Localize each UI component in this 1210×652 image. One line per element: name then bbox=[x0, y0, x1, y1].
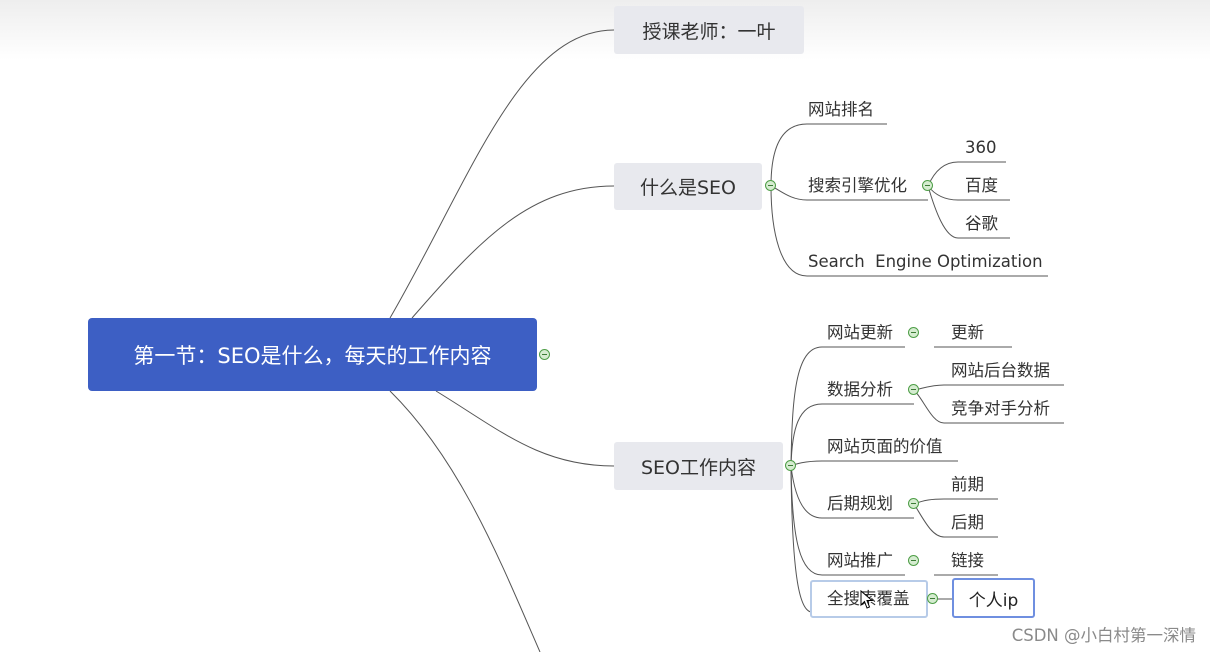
node-fullname[interactable]: Search Engine Optimization bbox=[808, 252, 1043, 271]
root-node[interactable]: 第一节：SEO是什么，每天的工作内容 bbox=[88, 318, 537, 391]
node-links[interactable]: 链接 bbox=[951, 551, 984, 570]
teacher-node[interactable]: 授课老师：一叶 bbox=[614, 6, 804, 54]
node-late-stage[interactable]: 后期 bbox=[951, 513, 984, 532]
edge-work-coverage bbox=[790, 465, 813, 613]
node-baidu[interactable]: 百度 bbox=[965, 176, 998, 195]
edge-what-ranking bbox=[770, 123, 887, 187]
site-update-collapse-icon[interactable] bbox=[908, 327, 919, 338]
node-data-analysis[interactable]: 数据分析 bbox=[827, 380, 893, 399]
promotion-collapse-icon[interactable] bbox=[908, 555, 919, 566]
root-label: 第一节：SEO是什么，每天的工作内容 bbox=[133, 343, 492, 368]
what-is-seo-node[interactable]: 什么是SEO bbox=[614, 163, 762, 210]
node-promotion[interactable]: 网站推广 bbox=[827, 551, 893, 570]
what-is-seo-label: 什么是SEO bbox=[639, 177, 737, 199]
personal-ip-edit-field[interactable]: 个人ip bbox=[952, 578, 1035, 618]
edge-root-offscreen bbox=[389, 390, 541, 652]
node-site-update[interactable]: 网站更新 bbox=[827, 323, 893, 342]
edge-root-teacher bbox=[389, 29, 615, 319]
node-google[interactable]: 谷歌 bbox=[965, 214, 998, 233]
edge-data-backend bbox=[913, 384, 1064, 391]
edge-work-siteupdate bbox=[790, 346, 905, 467]
personal-ip-label: 个人ip bbox=[968, 590, 1019, 611]
what-is-seo-collapse-icon[interactable] bbox=[765, 180, 776, 191]
node-page-value[interactable]: 网站页面的价值 bbox=[827, 437, 943, 456]
node-backend-data[interactable]: 网站后台数据 bbox=[951, 361, 1050, 380]
node-update[interactable]: 更新 bbox=[951, 323, 984, 342]
edge-root-what-is-seo bbox=[411, 185, 615, 319]
seo-work-collapse-icon[interactable] bbox=[785, 460, 796, 471]
later-planning-collapse-icon[interactable] bbox=[908, 498, 919, 509]
teacher-label: 授课老师：一叶 bbox=[642, 20, 776, 43]
node-early-stage[interactable]: 前期 bbox=[951, 475, 984, 494]
full-coverage-collapse-icon[interactable] bbox=[927, 593, 938, 604]
edge-work-pagevalue bbox=[790, 460, 958, 467]
node-later-planning[interactable]: 后期规划 bbox=[827, 494, 893, 513]
watermark: CSDN @小白村第一深情 bbox=[1011, 626, 1196, 645]
edge-plan-late bbox=[913, 503, 998, 538]
node-ranking[interactable]: 网站排名 bbox=[808, 100, 874, 119]
edge-plan-early bbox=[913, 498, 998, 505]
seo-work-label: SEO工作内容 bbox=[640, 456, 757, 479]
root-collapse-icon[interactable] bbox=[539, 349, 550, 360]
edge-what-fullname bbox=[770, 185, 1048, 277]
data-analysis-collapse-icon[interactable] bbox=[908, 384, 919, 395]
node-optimization[interactable]: 搜索引擎优化 bbox=[808, 176, 907, 195]
edge-work-laterplan bbox=[790, 465, 914, 519]
seo-work-node[interactable]: SEO工作内容 bbox=[614, 442, 783, 490]
edge-work-dataanalysis bbox=[790, 403, 914, 467]
edge-opt-google bbox=[927, 185, 1010, 239]
optimization-collapse-icon[interactable] bbox=[922, 180, 933, 191]
mouse-cursor-icon bbox=[860, 590, 874, 609]
edge-root-seo-work bbox=[435, 390, 615, 467]
node-competitor[interactable]: 竞争对手分析 bbox=[951, 399, 1050, 418]
node-360[interactable]: 360 bbox=[965, 138, 997, 157]
